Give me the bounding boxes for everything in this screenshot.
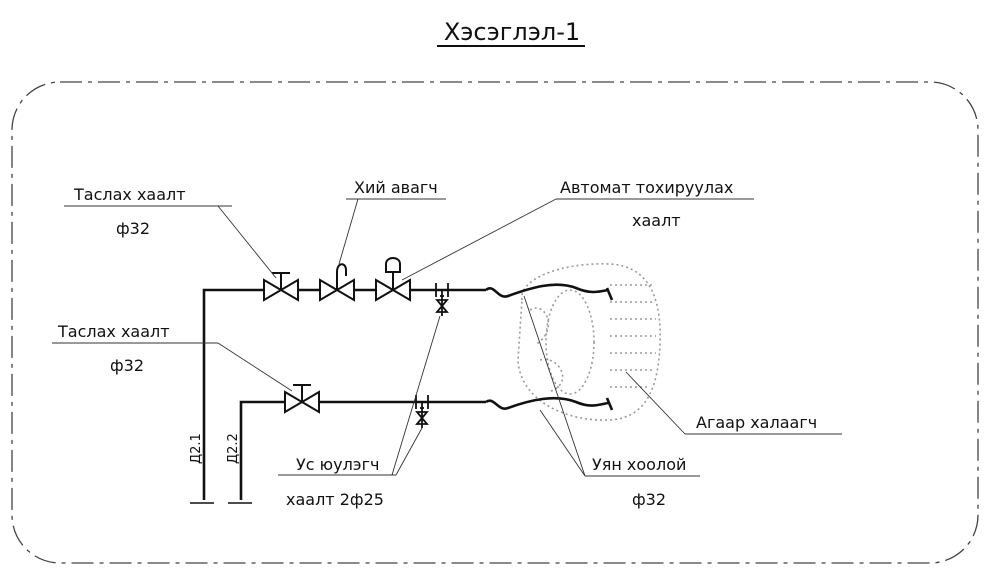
return-pipe bbox=[239, 396, 614, 500]
auto-control-valve bbox=[375, 257, 411, 302]
label-auto-valve-2: хаалт bbox=[632, 211, 681, 230]
drain-valve-bottom bbox=[415, 395, 429, 428]
supply-pipe bbox=[202, 283, 614, 500]
label-shutoff-top: Таслах хаалт bbox=[73, 185, 186, 204]
label-hose-1: Уян хоолой bbox=[592, 455, 686, 474]
diagram-title: Хэсэглэл-1 bbox=[444, 18, 580, 46]
label-hose-2: ф32 bbox=[632, 490, 666, 509]
label-shutoff-bottom: Таслах хаалт bbox=[57, 322, 170, 341]
label-pipe-d22: Д2.2 bbox=[226, 433, 241, 464]
label-drain-2: хаалт 2ф25 bbox=[286, 490, 384, 509]
label-shutoff-top-size: ф32 bbox=[116, 219, 150, 238]
shutoff-valve-bottom bbox=[284, 384, 320, 414]
label-drain-1: Ус юулэгч bbox=[296, 455, 379, 474]
label-air-vent: Хий авагч bbox=[354, 178, 438, 197]
label-pipe-d21: Д2.1 bbox=[189, 433, 204, 464]
label-air-heater: Агаар халаагч bbox=[696, 413, 817, 432]
air-vent-valve bbox=[319, 263, 355, 302]
drain-valve-top bbox=[435, 283, 449, 316]
label-shutoff-bottom-size: ф32 bbox=[110, 356, 144, 375]
shutoff-valve-top bbox=[263, 272, 299, 302]
leader-lines bbox=[52, 198, 842, 477]
label-auto-valve-1: Автомат тохируулах bbox=[560, 178, 733, 197]
section-frame bbox=[11, 81, 979, 564]
